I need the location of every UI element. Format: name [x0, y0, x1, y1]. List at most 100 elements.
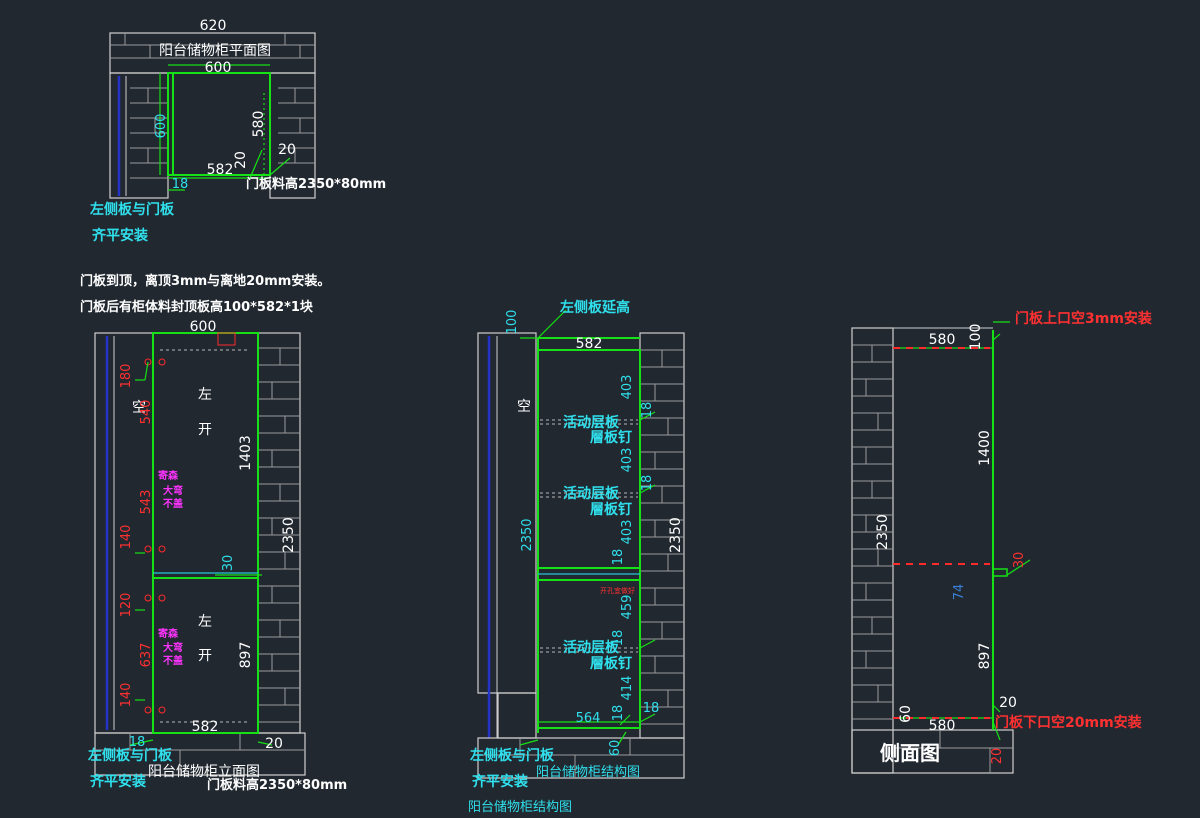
elev-hinge-note-u3: 不盖 — [163, 497, 183, 510]
plan-door-stock: 门板料高2350*80mm — [246, 176, 386, 192]
elev-title: 阳台储物柜立面图 — [148, 764, 260, 780]
elev-red-540: 540 — [139, 400, 154, 425]
side-bottom-note: 门板下口空20mm安装 — [995, 714, 1143, 731]
general-note-line2: 门板后有柜体料封顶板高100*582*1块 — [80, 299, 314, 315]
elev-floor-brick — [95, 733, 305, 775]
side-dim-1400: 1400 — [977, 430, 993, 466]
side-dim-20a: 20 — [999, 695, 1017, 711]
struct-shelf1-pins: 層板钉 — [590, 429, 632, 446]
struct-dim-18c: 18 — [611, 549, 626, 566]
elev-note-line2: 齐平安装 — [90, 773, 147, 790]
struct-side-raise-label: 左侧板延高 — [559, 299, 630, 316]
plan-dim-20-b: 20 — [278, 142, 296, 158]
struct-shelf1-label: 活动层板 — [563, 414, 620, 431]
struct-dim-403a: 403 — [620, 375, 635, 400]
struct-note-line1: 左侧板与门板 — [469, 747, 555, 764]
elev-upper-door-char1: 左 — [198, 387, 212, 403]
side-left-brick — [852, 344, 893, 720]
general-notes: 门板到顶，离顶3mm与离地20mm安装。 门板后有柜体料封顶板高100*582*… — [80, 273, 330, 315]
plan-view: 620 阳台储物柜平面图 600 600 580 582 20 20 18 门板… — [89, 18, 386, 244]
side-dim-74: 74 — [952, 584, 967, 601]
plan-leader-20b — [249, 149, 263, 179]
elev-cabinet — [152, 332, 259, 734]
elev-hinge-note-l3: 不盖 — [163, 654, 183, 667]
side-dim-580-top: 580 — [929, 332, 956, 348]
struct-floor — [477, 737, 685, 779]
elev-dim-20: 20 — [265, 736, 283, 752]
plan-note-line1: 左侧板与门板 — [89, 201, 175, 218]
elev-red-543: 543 — [139, 490, 154, 515]
plan-dim-18: 18 — [172, 177, 189, 192]
general-note-line1: 门板到顶，离顶3mm与离地20mm安装。 — [80, 273, 330, 289]
struct-bottom-step — [497, 692, 537, 739]
elev-hinge-note-u1: 寄森 — [158, 469, 179, 482]
side-floor — [851, 729, 1014, 774]
elev-hinge-note-l1: 寄森 — [158, 627, 179, 640]
struct-dim-403c: 403 — [620, 520, 635, 545]
side-leaders — [992, 321, 1031, 741]
elev-red-140b: 140 — [119, 683, 134, 708]
struct-empty-label: 空 — [517, 399, 531, 415]
side-floor-brick — [893, 730, 1013, 773]
struct-leaders — [519, 309, 656, 746]
elev-note-line1: 左侧板与门板 — [87, 747, 173, 764]
side-dim-580-bottom: 580 — [929, 718, 956, 734]
elev-hinge-note-l2: 大弯 — [163, 641, 183, 654]
structure-view: 左侧板延高 100 582 空 403 403 403 459 414 18 1… — [468, 299, 685, 815]
side-dim-20b: 20 — [990, 748, 1005, 765]
plan-dim-620: 620 — [200, 18, 227, 34]
plan-brick-pattern — [110, 33, 315, 179]
side-dim-60: 60 — [898, 705, 914, 723]
side-top-note: 门板上口空3mm安装 — [1015, 310, 1153, 327]
struct-shelf3-label: 活动层板 — [563, 639, 620, 656]
side-title: 侧面图 — [880, 741, 940, 765]
struct-dim-18d: 18 — [611, 630, 626, 647]
elev-leaders — [129, 361, 273, 746]
side-dim-100: 100 — [968, 324, 984, 351]
plan-note-line2: 齐平安装 — [92, 227, 149, 244]
struct-dim-18b: 18 — [640, 475, 655, 492]
struct-shelf2-label: 活动层板 — [563, 485, 620, 502]
struct-dim-18e: 18 — [611, 705, 626, 722]
struct-right-brick — [640, 349, 684, 725]
struct-dim-459: 459 — [620, 595, 635, 620]
elev-red-180: 180 — [119, 364, 134, 389]
elev-red-637: 637 — [139, 643, 154, 668]
elev-empty-label: 空 — [132, 400, 146, 416]
side-dim-897: 897 — [977, 643, 993, 670]
struct-dim-2350-right: 2350 — [668, 517, 684, 553]
struct-dim-18f: 18 — [643, 701, 660, 716]
struct-shelf2-pins: 層板钉 — [590, 501, 632, 518]
struct-dim-564: 564 — [576, 711, 601, 726]
elev-dim-582: 582 — [192, 719, 219, 735]
struct-dim-403b: 403 — [620, 448, 635, 473]
elev-dim-897: 897 — [238, 642, 254, 669]
struct-dim-60: 60 — [608, 740, 623, 757]
struct-dim-2350-left: 2350 — [520, 518, 535, 551]
elev-door-stock: 门板料高2350*80mm — [207, 777, 347, 793]
struct-dim-18a: 18 — [640, 402, 655, 419]
elev-lower-door-char1: 左 — [198, 614, 212, 630]
struct-caption: 阳台储物柜结构图 — [468, 800, 572, 815]
elev-dim-18: 18 — [129, 735, 146, 750]
struct-fixed-note: 开孔宜做好 — [600, 586, 635, 595]
side-dim-30: 30 — [1012, 552, 1027, 569]
elev-dim-2350: 2350 — [281, 517, 297, 553]
struct-title: 阳台储物柜结构图 — [536, 765, 640, 780]
plan-dim-582: 582 — [207, 162, 234, 178]
struct-dim-414: 414 — [620, 676, 635, 701]
plan-dim-20-a: 20 — [233, 151, 249, 169]
elev-right-brick — [258, 347, 300, 723]
elev-top-block — [217, 332, 236, 346]
elev-red-140a: 140 — [119, 525, 134, 550]
plan-leader-20 — [269, 157, 291, 176]
plan-dim-left-600: 600 — [154, 114, 169, 139]
struct-note-line2: 齐平安装 — [472, 773, 529, 790]
plan-dim-580: 580 — [251, 111, 267, 138]
side-dim-2350: 2350 — [875, 514, 891, 550]
side-view: 580 100 门板上口空3mm安装 1400 2350 30 74 897 2… — [851, 310, 1153, 774]
plan-dim-600: 600 — [205, 60, 232, 76]
elev-dim-1403: 1403 — [238, 435, 254, 471]
struct-movable-shelves — [540, 419, 638, 653]
